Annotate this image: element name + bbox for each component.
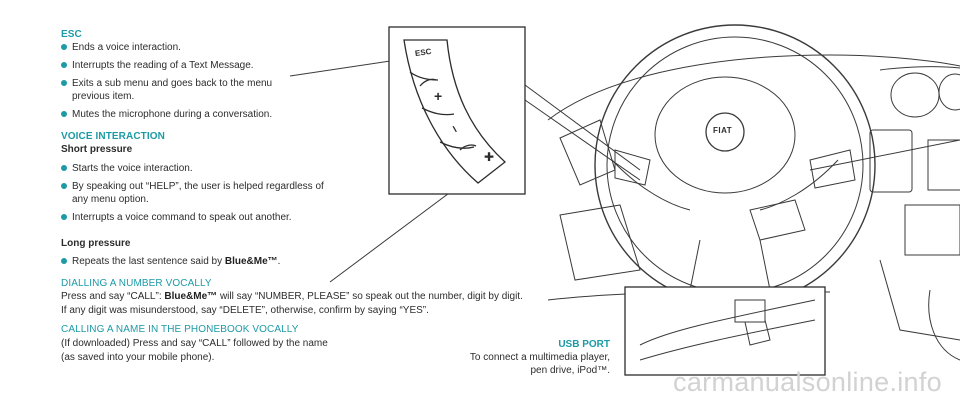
phonebook-heading: CALLING A NAME IN THE PHONEBOOK VOCALLY bbox=[61, 324, 299, 335]
brand-name: Blue&Me™ bbox=[224, 256, 278, 267]
watermark: carmanualsonline.info bbox=[673, 367, 942, 397]
usb-heading: USB PORT bbox=[558, 339, 610, 350]
wheel-spoke-lower bbox=[689, 239, 771, 291]
dial-line-2: If any digit was misunderstood, say “DEL… bbox=[61, 305, 429, 316]
list-item: Mutes the microphone during a conversati… bbox=[61, 108, 291, 121]
usb-socket bbox=[734, 299, 766, 323]
cluster-gauge-left bbox=[890, 72, 940, 118]
control-strip bbox=[403, 39, 507, 184]
dashboard-top-line bbox=[547, 54, 960, 121]
control-divider-2 bbox=[421, 107, 455, 116]
zoom-line-bottom bbox=[524, 99, 641, 181]
dial-heading: DIALLING A NUMBER VOCALLY bbox=[61, 278, 212, 289]
voice-key-icon: ✚ bbox=[484, 150, 495, 164]
list-item: By speaking out “HELP”, the user is help… bbox=[61, 180, 331, 206]
short-pressure-label: Short pressure bbox=[61, 144, 133, 155]
short-pressure-list: Starts the voice interaction. By speakin… bbox=[61, 162, 331, 229]
usb-panel-line-1 bbox=[639, 299, 816, 346]
zoom-line-top bbox=[524, 84, 641, 171]
list-item: Interrupts the reading of a Text Message… bbox=[61, 59, 291, 72]
voice-key-shape bbox=[459, 144, 477, 151]
esc-list: Ends a voice interaction. Interrupts the… bbox=[61, 41, 291, 126]
list-item: Interrupts a voice command to speak out … bbox=[61, 211, 331, 224]
right-pointer-line bbox=[809, 139, 960, 171]
left-stalk-controls bbox=[614, 149, 651, 186]
long-pressure-label: Long pressure bbox=[61, 238, 131, 249]
center-vent bbox=[869, 129, 913, 193]
usb-line-2: pen drive, iPod™. bbox=[530, 365, 611, 376]
phonebook-line-2: (as saved into your mobile phone). bbox=[61, 352, 215, 363]
usb-zoom-box bbox=[624, 286, 826, 376]
esc-key-shape bbox=[419, 78, 437, 87]
phonebook-line-1: (If downloaded) Press and say “CALL” fol… bbox=[61, 338, 328, 349]
cluster-top bbox=[879, 66, 960, 71]
control-divider-3 bbox=[439, 141, 475, 149]
radio-unit bbox=[927, 139, 960, 191]
wheel-spoke-left bbox=[611, 159, 691, 211]
fiat-badge-label: FIAT bbox=[713, 126, 733, 135]
voice-heading: VOICE INTERACTION bbox=[61, 131, 165, 142]
dial-line-1: Press and say “CALL”: Blue&Me™ will say … bbox=[61, 291, 523, 302]
plus-key-label: + bbox=[434, 88, 443, 104]
usb-line-1: To connect a multimedia player, bbox=[469, 352, 610, 363]
list-item: Repeats the last sentence said by Blue&M… bbox=[61, 255, 361, 268]
controls-zoom-box bbox=[388, 26, 526, 195]
usb-plug bbox=[744, 319, 771, 346]
list-item: Exits a sub menu and goes back to the me… bbox=[61, 77, 291, 103]
gear-lever bbox=[928, 289, 960, 361]
right-stalk-controls bbox=[809, 149, 856, 189]
usb-section: USB PORT To connect a multimedia player,… bbox=[470, 338, 610, 377]
cluster-gauge-right bbox=[938, 73, 960, 111]
climate-panel bbox=[904, 204, 960, 256]
list-item: Starts the voice interaction. bbox=[61, 162, 331, 175]
wheel-hub bbox=[654, 76, 796, 194]
brand-name: Blue&Me™ bbox=[164, 291, 218, 302]
wheel-spoke-right bbox=[759, 159, 839, 211]
long-pressure-list: Repeats the last sentence said by Blue&M… bbox=[61, 255, 361, 273]
fiat-badge-ring bbox=[705, 112, 745, 152]
console-edge bbox=[879, 259, 960, 341]
usb-panel-line-2 bbox=[639, 319, 816, 361]
esc-heading: ESC bbox=[61, 29, 82, 40]
wheel-rim-inner bbox=[606, 36, 864, 294]
lower-right-controls bbox=[749, 199, 806, 241]
left-panel bbox=[559, 204, 641, 281]
list-item: Ends a voice interaction. bbox=[61, 41, 291, 54]
